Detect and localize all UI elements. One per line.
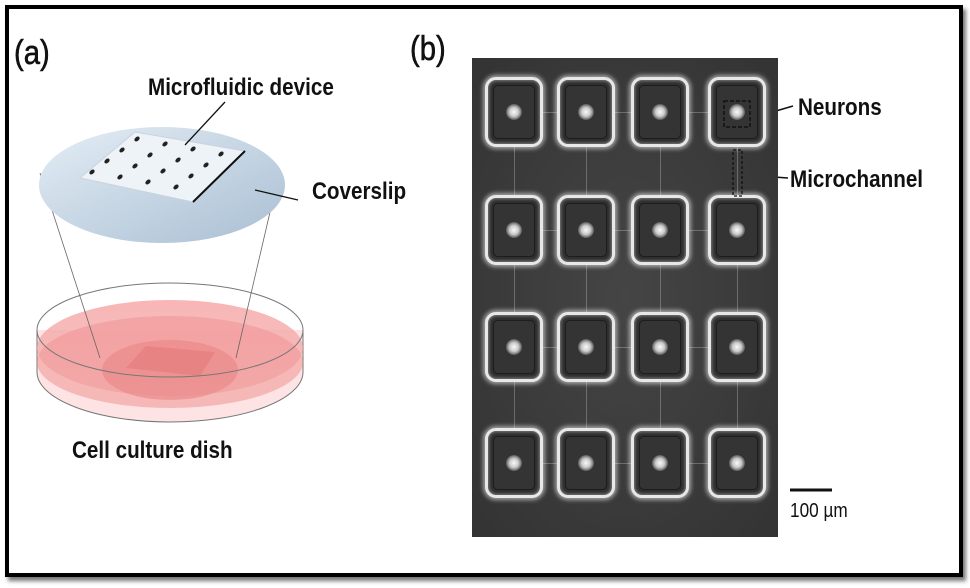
panel-a-letter: (a)	[14, 34, 50, 73]
neuron-cluster	[578, 339, 594, 355]
microchannel	[660, 112, 737, 113]
microchannel	[660, 230, 737, 231]
panel-b-letter: (b)	[410, 30, 446, 69]
neuron-cluster	[506, 455, 522, 471]
neuron-cluster	[729, 339, 745, 355]
scale-bar-label: 100 µm	[790, 500, 848, 522]
microchannel	[586, 112, 587, 230]
well-chamber	[716, 320, 758, 374]
microchannel	[737, 230, 738, 347]
device-well-mark	[119, 147, 125, 153]
neuron-cluster	[652, 455, 668, 471]
microchannel	[514, 112, 515, 230]
microchannel	[514, 347, 586, 348]
microchannel	[660, 347, 737, 348]
microchannel	[586, 347, 660, 348]
device-well-mark	[173, 184, 179, 190]
neuron-cluster	[578, 104, 594, 120]
neuron-cluster	[652, 104, 668, 120]
microchannel	[586, 230, 660, 231]
device-well-mark	[218, 151, 224, 157]
device-leader-line	[184, 101, 226, 146]
neuron-cluster	[729, 104, 745, 120]
microchannel	[737, 347, 738, 463]
device-well-mark	[134, 136, 140, 142]
device-well-mark	[147, 152, 153, 158]
microchannel	[514, 230, 586, 231]
label-microfluidic-device: Microfluidic device	[148, 74, 334, 101]
well-chamber	[716, 203, 758, 257]
culture-well	[557, 312, 615, 382]
microchannel	[660, 230, 661, 347]
well-chamber	[639, 203, 681, 257]
culture-well	[485, 428, 543, 498]
microfluidic-device	[78, 131, 247, 203]
microchannel	[586, 463, 660, 464]
coverslip-leader-line	[254, 189, 299, 201]
neuron-cluster	[506, 104, 522, 120]
microchannel	[660, 347, 661, 463]
label-microchannel: Microchannel	[790, 166, 924, 193]
culture-well	[631, 195, 689, 265]
culture-well	[485, 312, 543, 382]
label-coverslip: Coverslip	[312, 178, 407, 205]
neuron-cluster	[506, 339, 522, 355]
neuron-cluster	[729, 455, 745, 471]
culture-well	[485, 195, 543, 265]
culture-well	[708, 77, 766, 147]
culture-well	[557, 195, 615, 265]
microchannel	[586, 347, 587, 463]
device-well-mark	[188, 173, 194, 179]
culture-well	[708, 312, 766, 382]
microchannel	[514, 230, 515, 347]
culture-well	[557, 77, 615, 147]
device-well-mark	[190, 146, 196, 152]
microchannel	[586, 230, 587, 347]
culture-well	[631, 77, 689, 147]
neuron-cluster	[578, 455, 594, 471]
micrograph	[472, 58, 778, 537]
microchannel	[514, 347, 515, 463]
label-neurons: Neurons	[798, 94, 882, 121]
microchannel	[660, 463, 737, 464]
microchannel	[514, 112, 586, 113]
culture-well	[631, 428, 689, 498]
device-well-mark	[132, 163, 138, 169]
neuron-cluster	[652, 339, 668, 355]
device-well-mark	[203, 162, 209, 168]
culture-well	[708, 195, 766, 265]
device-well-mark	[104, 158, 110, 164]
neuron-cluster	[729, 222, 745, 238]
device-well-mark	[89, 169, 95, 175]
microchannel	[586, 112, 660, 113]
microchannel	[660, 112, 661, 230]
neuron-cluster	[506, 222, 522, 238]
device-well-mark	[175, 157, 181, 163]
device-well-mark	[162, 141, 168, 147]
neuron-cluster	[652, 222, 668, 238]
culture-well	[708, 428, 766, 498]
device-well-mark	[117, 174, 123, 180]
microchannel	[514, 463, 586, 464]
label-cell-culture-dish: Cell culture dish	[72, 437, 233, 464]
device-well-mark	[145, 179, 151, 185]
projection-line	[235, 194, 275, 359]
culture-well	[631, 312, 689, 382]
cell-culture-dish	[36, 282, 304, 423]
culture-well	[485, 77, 543, 147]
device-well-mark	[160, 168, 166, 174]
neuron-cluster	[578, 222, 594, 238]
culture-well	[557, 428, 615, 498]
